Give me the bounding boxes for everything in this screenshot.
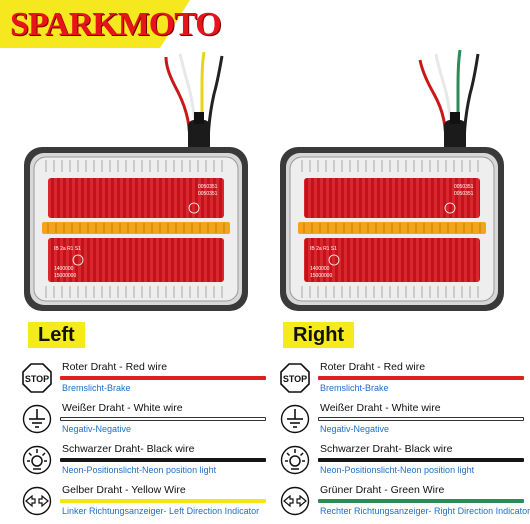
wire-function: Negativ-Negative [62, 424, 132, 434]
wire-title: Roter Draht - Red wire [320, 361, 426, 373]
wire-function: Rechter Richtungsanzeiger- Right Directi… [320, 506, 530, 516]
wire-function: Negativ-Negative [320, 424, 390, 434]
wire-title: Weißer Draht - White wire [320, 402, 441, 414]
wire-color-line [318, 499, 524, 503]
direction-indicator-icon [280, 486, 310, 516]
svg-text:STOP: STOP [283, 374, 307, 384]
wire-row-red: STOP Roter Draht - Red wire Bremslicht-B… [20, 358, 270, 399]
wire-row-red: STOP Roter Draht - Red wire Bremslicht-B… [278, 358, 528, 399]
svg-text:IB 2a R1 S1: IB 2a R1 S1 [310, 246, 337, 252]
svg-text:STOP: STOP [25, 374, 49, 384]
svg-text:0050351: 0050351 [454, 191, 474, 197]
wire-color-line [318, 458, 524, 462]
brand-banner [0, 0, 190, 48]
right-wire-legend: STOP Roter Draht - Red wire Bremslicht-B… [278, 358, 530, 522]
svg-text:15000000: 15000000 [310, 273, 332, 279]
svg-text:0050351: 0050351 [198, 191, 218, 197]
wire-color-line [60, 499, 266, 503]
wire-row-green: Grüner Draht - Green Wire Rechter Richtu… [278, 481, 530, 522]
stop-icon: STOP [22, 363, 52, 393]
direction-indicator-icon [22, 486, 52, 516]
svg-text:0050351: 0050351 [198, 184, 218, 190]
wire-color-line [60, 417, 266, 421]
wire-title: Weißer Draht - White wire [62, 402, 183, 414]
wire-color-line [318, 376, 524, 380]
wire-function: Neon-Positionslicht-Neon position light [62, 465, 217, 475]
stop-icon: STOP [280, 363, 310, 393]
wire-function: Linker Richtungsanzeiger- Left Direction… [62, 506, 260, 516]
wire-function: Neon-Positionslicht-Neon position light [320, 465, 475, 475]
wire-title: Roter Draht - Red wire [62, 361, 168, 373]
wire-color-line [60, 376, 266, 380]
right-tail-light-image: 0050351 0050351 IB 2a R1 S1 1400000 1500… [280, 49, 504, 311]
wire-title: Gelber Draht - Yellow Wire [62, 484, 186, 496]
position-light-icon [22, 445, 52, 475]
wire-row-yellow: Gelber Draht - Yellow Wire Linker Richtu… [20, 481, 270, 522]
ground-icon [280, 404, 310, 434]
brand-logo: SPARKMOTO [10, 6, 222, 43]
ground-icon [22, 404, 52, 434]
wire-function: Bremslicht-Brake [320, 383, 389, 393]
svg-text:0050351: 0050351 [454, 184, 474, 190]
wire-color-line [318, 417, 524, 421]
svg-text:1400000: 1400000 [54, 266, 74, 272]
svg-text:15000000: 15000000 [54, 273, 76, 279]
wire-row-white: Weißer Draht - White wire Negativ-Negati… [278, 399, 528, 440]
wire-title: Schwarzer Draht- Black wire [62, 443, 195, 455]
wire-color-line [60, 458, 266, 462]
right-side-label: Right [283, 322, 355, 348]
wire-title: Schwarzer Draht- Black wire [320, 443, 453, 455]
svg-text:1400000: 1400000 [310, 266, 330, 272]
left-wire-legend: STOP Roter Draht - Red wire Bremslicht-B… [20, 358, 270, 522]
svg-text:IB 2a R1 S1: IB 2a R1 S1 [54, 246, 81, 252]
wire-row-black: Schwarzer Draht- Black wire Neon-Positio… [20, 440, 270, 481]
left-tail-light-image: 0050351 0050351 IB 2a R1 S1 1400000 1500… [24, 51, 248, 311]
position-light-icon [280, 445, 310, 475]
wire-function: Bremslicht-Brake [62, 383, 131, 393]
wire-title: Grüner Draht - Green Wire [320, 484, 445, 496]
wire-row-white: Weißer Draht - White wire Negativ-Negati… [20, 399, 270, 440]
left-side-label: Left [28, 322, 85, 348]
wire-row-black: Schwarzer Draht- Black wire Neon-Positio… [278, 440, 528, 481]
